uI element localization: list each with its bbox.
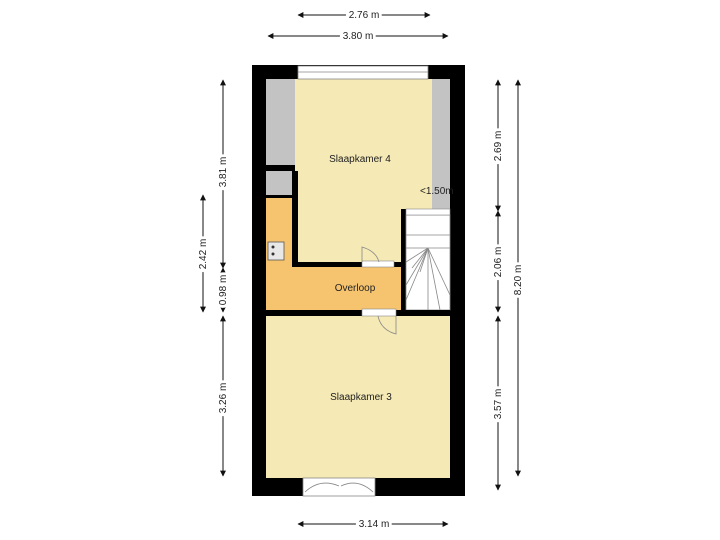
- room-label-slaapkamer-3: Slaapkamer 3: [330, 392, 392, 403]
- door-opening: [361, 260, 395, 268]
- storage-small: [266, 171, 292, 195]
- wall-segment: [266, 195, 298, 198]
- dimension-right-lower: 3.57 m: [493, 389, 504, 420]
- door-opening: [361, 308, 397, 317]
- door-swing: [377, 315, 397, 335]
- dimension-top-outer: 3.80 m: [343, 31, 374, 42]
- dimension-left-upper: 3.81 m: [218, 157, 229, 188]
- stair-wall: [401, 209, 406, 310]
- dimension-left-lower: 3.26 m: [218, 383, 229, 414]
- dimension-right-middle: 2.06 m: [493, 247, 504, 278]
- door-swing: [361, 246, 380, 263]
- room-slaapkamer-3: [266, 316, 450, 478]
- stair-steps: [405, 234, 451, 311]
- wall-segment: [292, 262, 406, 267]
- dimension-right-total: 8.20 m: [513, 265, 524, 296]
- window-bottom: [302, 477, 376, 497]
- dimension-bottom: 3.14 m: [359, 519, 390, 530]
- dimension-right-upper: 2.69 m: [493, 131, 504, 162]
- door-opening: [405, 208, 451, 216]
- room-label-slaapkamer-4: Slaapkamer 4: [329, 154, 391, 165]
- storage-left: [266, 79, 295, 165]
- sink-icon: [267, 241, 285, 261]
- dimension-left-middle: 0.98 m: [218, 275, 229, 306]
- dimension-left-middle-outer: 2.42 m: [198, 239, 209, 270]
- door-swing: [304, 482, 374, 493]
- room-overloop: [292, 267, 405, 310]
- wall-segment: [266, 310, 450, 316]
- window-top: [297, 65, 429, 80]
- wall-segment: [292, 171, 298, 267]
- ceiling-height-label: <1.50m: [420, 186, 454, 197]
- wall-segment: [266, 165, 295, 171]
- dimension-top-inner: 2.76 m: [349, 10, 380, 21]
- room-label-overloop: Overloop: [335, 283, 376, 294]
- storage-right: [432, 79, 450, 209]
